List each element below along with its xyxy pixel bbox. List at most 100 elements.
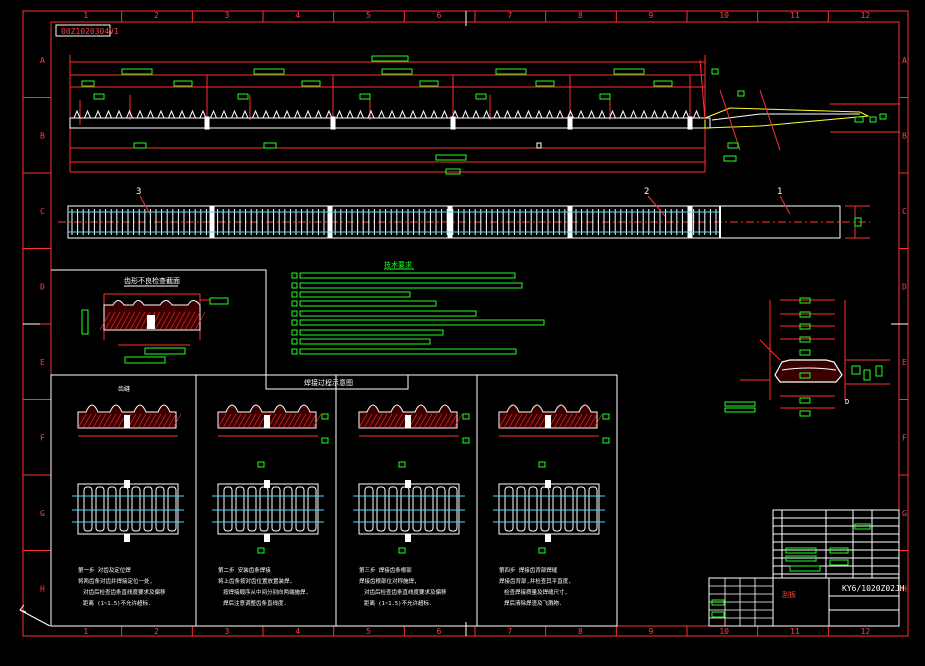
- grid-col-label: 2: [154, 11, 159, 20]
- grid-col-label: 5: [366, 627, 371, 636]
- hatch-line: [107, 413, 117, 429]
- hatch-line: [393, 413, 403, 429]
- rack-tooth: [336, 109, 343, 119]
- balloon-d: D: [845, 398, 849, 406]
- rack-joint: [687, 116, 693, 130]
- rack-tooth: [420, 109, 427, 119]
- grid-row-label: G: [902, 509, 907, 518]
- drawing-code-box: 00Z1020304V1: [55, 24, 119, 37]
- dimension-text-box: [237, 93, 249, 100]
- tech-notes-title: 技术要求: [384, 260, 412, 269]
- step-plan-tooth: [376, 486, 386, 532]
- dimension-text-box: [263, 142, 277, 149]
- hatch-line: [277, 413, 287, 429]
- step-plan-tooth: [516, 486, 526, 532]
- step-plan-tooth: [576, 486, 586, 532]
- hatch-line: [252, 413, 262, 429]
- step-plan-tooth: [283, 486, 293, 532]
- dimension-text-box: [359, 93, 371, 100]
- plan-joint: [687, 205, 693, 239]
- hatch-line: [184, 311, 196, 331]
- rack-tooth: [189, 109, 196, 119]
- step-plan-tooth: [388, 486, 398, 532]
- rack-tooth: [609, 109, 616, 119]
- rack-tooth: [651, 109, 658, 119]
- grid-row-label: B: [902, 131, 907, 140]
- grid-row-label: A: [40, 56, 45, 65]
- step-plan-tooth: [448, 486, 458, 532]
- hatch-line: [388, 413, 398, 429]
- drawing-code-text: 00Z1020304V1: [61, 27, 119, 36]
- note-line: [299, 329, 444, 336]
- plan-joint: [327, 205, 333, 239]
- dimension-text-box: [321, 413, 329, 420]
- hatch-line: [247, 413, 257, 429]
- hatch-line: [159, 311, 171, 331]
- rack-tooth: [304, 109, 312, 119]
- rack-joint: [450, 116, 456, 130]
- hatch-line: [413, 413, 423, 429]
- step-plan-tooth: [247, 486, 257, 532]
- hatch-line: [132, 413, 142, 429]
- rack-tooth: [493, 109, 501, 119]
- rack-tooth: [126, 109, 133, 119]
- note-bullet: [291, 348, 298, 355]
- dimension-text-box: [398, 461, 406, 468]
- hatch-line: [533, 413, 543, 429]
- part-balloon-1: 1: [777, 187, 782, 197]
- dimension-text-box: [538, 461, 546, 468]
- step-weld-mark: [545, 480, 551, 488]
- step-1-line-3: 距离 (1~1.5)不允许超标.: [83, 599, 151, 607]
- note-bullet: [291, 329, 298, 336]
- step-1-line-2: 对齿后检查齿条直线度要求及偏移: [83, 588, 166, 596]
- grid-row-label: F: [902, 433, 907, 442]
- grid-row-label: H: [902, 584, 907, 593]
- hatch-line: [147, 413, 157, 429]
- hatch-line: [179, 311, 191, 331]
- rack-tooth: [294, 109, 301, 119]
- rack-tooth: [598, 109, 606, 119]
- grid-row-label: H: [40, 584, 45, 593]
- weld-gap: [124, 415, 130, 428]
- hatch-line: [307, 413, 317, 429]
- hatch-line: [137, 413, 147, 429]
- note-line: [299, 272, 516, 279]
- step-weld-mark: [405, 534, 411, 542]
- step-plan-tooth: [143, 486, 153, 532]
- grid-col-label: 3: [225, 11, 230, 20]
- step-plan-tooth: [528, 486, 538, 532]
- dimension-text-box: [495, 68, 527, 75]
- step-plan-tooth: [424, 486, 434, 532]
- hatch-line: [528, 413, 538, 429]
- rack-tooth: [346, 109, 354, 119]
- step-3-line-1: 焊接齿根部位对称施焊,: [359, 577, 417, 585]
- grid-col-label: 7: [507, 627, 512, 636]
- centre-marks: [23, 11, 908, 636]
- hatch-line: [593, 413, 603, 429]
- step-1-title: 第一步 对齿及定位焊: [78, 566, 131, 574]
- inspection-title: 齿形不良检查截面: [124, 276, 180, 285]
- hatch-line: [363, 413, 373, 429]
- note-line: [299, 282, 523, 289]
- step-panel-graphic: [353, 404, 470, 554]
- hatch-line: [513, 413, 523, 429]
- rack-tooth: [514, 109, 522, 119]
- part-balloon-3: 3: [136, 187, 141, 197]
- weld-gap: [264, 415, 270, 428]
- hatch-line: [87, 413, 97, 429]
- rack-tooth: [367, 109, 375, 119]
- hatch-line: [114, 311, 126, 331]
- grid-col-label: 4: [295, 11, 300, 20]
- step-plan-tooth: [436, 486, 446, 532]
- rack-tooth: [252, 109, 259, 119]
- grid-col-label: 4: [295, 627, 300, 636]
- hatch-line: [104, 311, 116, 331]
- step-3-notes: 第三步 焊接齿条根部 焊接齿根部位对称施焊, 对齿后检查齿条直线度要求及偏移 距…: [359, 566, 447, 607]
- hatch-line: [92, 413, 102, 429]
- step-plan-tooth: [95, 486, 105, 532]
- rack-tooth: [640, 109, 648, 119]
- hatch-line: [573, 413, 583, 429]
- step-weld-mark: [264, 534, 270, 542]
